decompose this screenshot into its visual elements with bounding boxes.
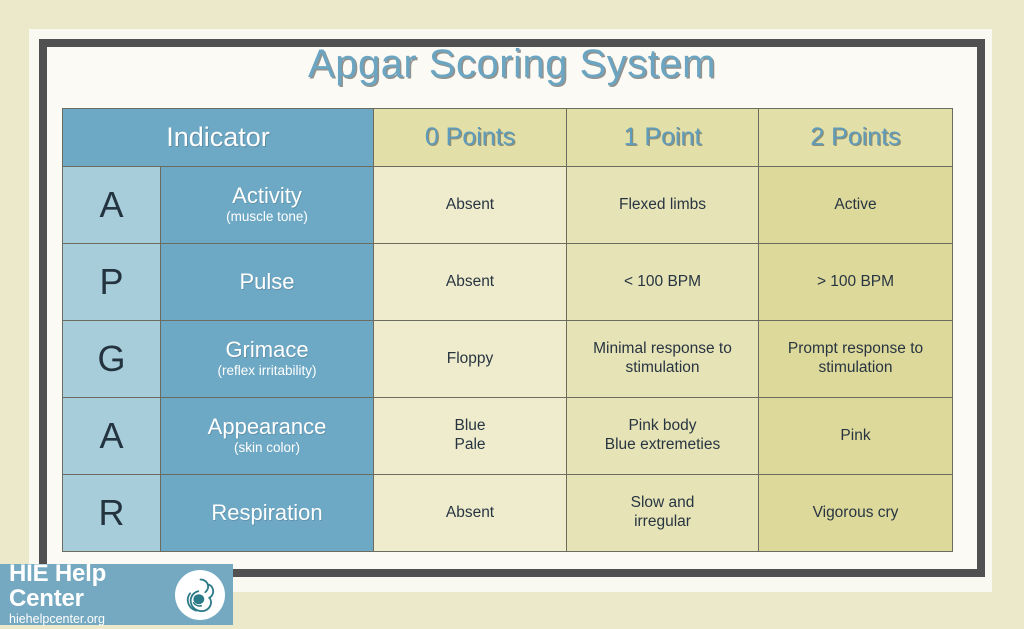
row-letter: P [62,243,161,321]
mother-and-baby-icon [175,569,225,620]
indicator-label: Pulse [239,269,295,295]
score-cell-1-points: Flexed limbs [566,166,759,244]
brand-url: hiehelpcenter.org [9,612,105,627]
row-letter: G [62,320,161,398]
row-indicator-name: Grimace(reflex irritability) [160,320,374,398]
column-header-0-points: 0 Points [373,108,567,167]
brand-name: HIE Help Center [9,560,107,612]
score-cell-2-points: Active [758,166,953,244]
indicator-sublabel: (skin color) [233,439,300,455]
column-header-1-point: 1 Point [566,108,759,167]
score-cell-2-points: > 100 BPM [758,243,953,321]
indicator-sublabel: (muscle tone) [226,208,308,224]
row-letter: R [62,474,161,552]
row-letter: A [62,397,161,475]
score-cell-0-points: Absent [373,166,567,244]
row-indicator-name: Appearance(skin color) [160,397,374,475]
score-cell-0-points: Absent [373,474,567,552]
score-cell-2-points: Vigorous cry [758,474,953,552]
column-header-2-points: 2 Points [758,108,953,167]
indicator-label: Respiration [211,500,323,526]
indicator-label: Grimace [225,337,309,363]
row-letter: A [62,166,161,244]
footer-logo-bar[interactable]: HIE Help Center hiehelpcenter.org [0,560,233,627]
table-row: P Pulse Absent< 100 BPM> 100 BPM [62,243,953,321]
table-header: Indicator 0 Points 1 Point 2 Points [62,108,953,167]
page-title: Apgar Scoring System [308,42,716,86]
row-indicator-name: Pulse [160,243,374,321]
score-cell-2-points: Prompt response to stimulation [758,320,953,398]
row-indicator-name: Respiration [160,474,374,552]
score-cell-2-points: Pink [758,397,953,475]
column-header-indicator: Indicator [62,108,374,167]
score-cell-1-points: Minimal response to stimulation [566,320,759,398]
score-cell-1-points: < 100 BPM [566,243,759,321]
row-indicator-name: Activity(muscle tone) [160,166,374,244]
indicator-sublabel: (reflex irritability) [217,362,317,378]
score-cell-0-points: Floppy [373,320,567,398]
indicator-label: Activity [232,183,302,209]
header-row: Indicator 0 Points 1 Point 2 Points [62,108,953,167]
score-cell-0-points: Absent [373,243,567,321]
indicator-label: Appearance [207,414,327,440]
footer-text: HIE Help Center hiehelpcenter.org [9,560,175,627]
